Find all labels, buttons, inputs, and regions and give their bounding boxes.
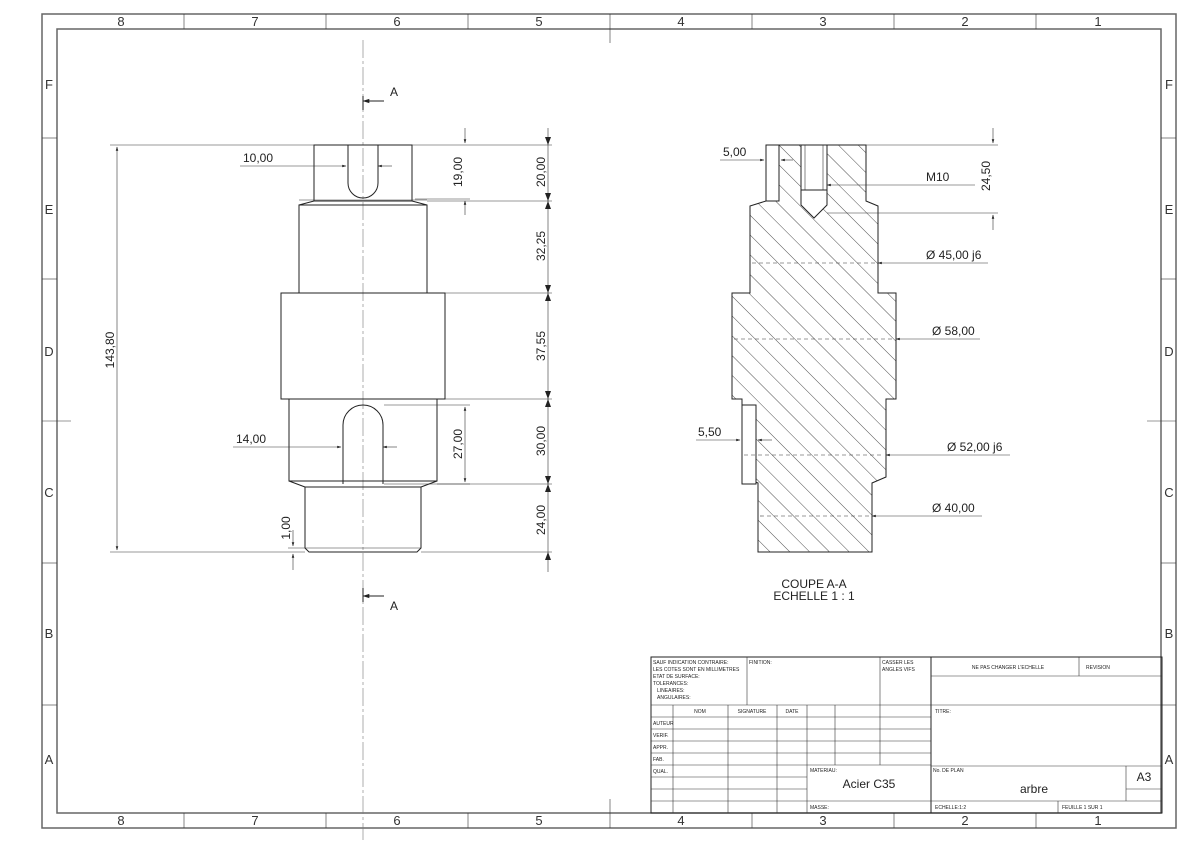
role-appr: APPR. bbox=[653, 745, 668, 751]
zone-col-7-bottom: 7 bbox=[251, 813, 258, 828]
dim-keyway-depth-top: 5,00 bbox=[723, 145, 747, 159]
keyway-bottom bbox=[342, 404, 384, 484]
materiau-label: MATERIAU: bbox=[810, 768, 837, 774]
dim-segment-45: 32,25 bbox=[534, 231, 548, 261]
sheet-frame bbox=[41, 13, 1177, 829]
dim-segment-52: 30,00 bbox=[534, 426, 548, 456]
zone-row-a: A bbox=[45, 752, 54, 767]
echelle-label: ECHELLE:1:2 bbox=[935, 805, 966, 811]
zone-col-5: 5 bbox=[535, 14, 542, 29]
drawing-number: arbre bbox=[1020, 782, 1048, 796]
zone-row-b-right: B bbox=[1165, 626, 1174, 641]
dim-segment-40: 24,00 bbox=[534, 505, 548, 535]
zone-col-4-bottom: 4 bbox=[677, 813, 684, 828]
shaft-segment-top bbox=[313, 144, 413, 202]
tapped-hole-m10 bbox=[800, 144, 828, 219]
role-auteur: AUTEUR bbox=[653, 721, 674, 727]
note-3: ETAT DE SURFACE: bbox=[653, 674, 700, 680]
zone-labels: 8 7 6 5 4 3 2 1 8 7 6 5 4 3 2 1 F E D C … bbox=[44, 14, 1173, 828]
dim-chamfer: 1,00 bbox=[279, 516, 293, 540]
zone-row-b: B bbox=[45, 626, 54, 641]
zone-row-e-right: E bbox=[1165, 202, 1174, 217]
note-6: ANGULAIRES: bbox=[657, 695, 691, 701]
zone-col-8-bottom: 8 bbox=[117, 813, 124, 828]
zone-col-1-bottom: 1 bbox=[1094, 813, 1101, 828]
zone-col-1: 1 bbox=[1094, 14, 1101, 29]
dim-keyway-width-top: 10,00 bbox=[243, 151, 273, 165]
casser-label-2: ANGLES VIFS bbox=[882, 667, 915, 673]
section-keyway-bottom bbox=[741, 404, 757, 485]
hdr-nom: NOM bbox=[694, 709, 706, 715]
section-view: 5,00 M10 24,50 Ø 45,00 j6 Ø 58,00 Ø 52,0… bbox=[696, 128, 1010, 603]
zone-row-c-right: C bbox=[1164, 485, 1173, 500]
titre-label: TITRE: bbox=[935, 709, 951, 715]
zone-row-a-right: A bbox=[1165, 752, 1174, 767]
zone-col-6: 6 bbox=[393, 14, 400, 29]
dim-segment-top: 20,00 bbox=[534, 157, 548, 187]
dim-thread: M10 bbox=[926, 170, 950, 184]
zone-row-e: E bbox=[45, 202, 54, 217]
ne-pas-changer-label: NE PAS CHANGER L'ECHELLE bbox=[972, 665, 1045, 671]
role-qual: QUAL. bbox=[653, 769, 668, 775]
section-caption: COUPE A-A bbox=[781, 577, 846, 591]
dim-overall-length: 143,80 bbox=[103, 331, 117, 368]
feuille-label: FEUILLE 1 SUR 1 bbox=[1062, 805, 1103, 811]
sheet-format: A3 bbox=[1137, 770, 1152, 784]
zone-col-2: 2 bbox=[961, 14, 968, 29]
zone-row-f: F bbox=[45, 77, 53, 92]
note-4: TOLERANCES: bbox=[653, 681, 688, 687]
section-scale: ECHELLE 1 : 1 bbox=[773, 589, 855, 603]
casser-label-1: CASSER LES bbox=[882, 660, 914, 666]
title-block: SAUF INDICATION CONTRAIRE: LES COTES SON… bbox=[650, 656, 1163, 814]
section-label-top: A bbox=[390, 85, 398, 99]
dim-diameter-52: Ø 52,00 j6 bbox=[947, 440, 1003, 454]
section-keyway-top bbox=[765, 144, 780, 202]
zone-row-f-right: F bbox=[1165, 77, 1173, 92]
no-plan-label: No. DE PLAN bbox=[933, 768, 964, 774]
role-fab: FAB. bbox=[653, 757, 664, 763]
dim-diameter-45: Ø 45,00 j6 bbox=[926, 248, 982, 262]
masse-label: MASSE: bbox=[810, 805, 829, 811]
dim-diameter-58: Ø 58,00 bbox=[932, 324, 975, 338]
dim-diameter-40: Ø 40,00 bbox=[932, 501, 975, 515]
note-2: LES COTES SONT EN MILLIMETRES bbox=[653, 667, 740, 673]
hdr-date: DATE bbox=[786, 709, 800, 715]
note-1: SAUF INDICATION CONTRAIRE: bbox=[653, 660, 728, 666]
dim-segment-58: 37,55 bbox=[534, 331, 548, 361]
shaft-segment-52 bbox=[288, 398, 438, 482]
role-verif: VERIF. bbox=[653, 733, 669, 739]
zone-col-3-bottom: 3 bbox=[819, 813, 826, 828]
dim-keyway-depth-bottom: 5,50 bbox=[698, 425, 722, 439]
note-5: LINEAIRES: bbox=[657, 688, 685, 694]
zone-row-d-right: D bbox=[1164, 344, 1173, 359]
front-view: A A 143,80 10,00 14,00 19,00 27,00 bbox=[103, 40, 552, 840]
materiau-value: Acier C35 bbox=[843, 777, 896, 791]
section-label-bottom: A bbox=[390, 599, 398, 613]
dim-keyway-length-top: 19,00 bbox=[451, 157, 465, 187]
zone-row-c: C bbox=[44, 485, 53, 500]
section-hatched-body bbox=[731, 144, 897, 553]
zone-col-8: 8 bbox=[117, 14, 124, 29]
zone-col-4: 4 bbox=[677, 14, 684, 29]
dim-thread-depth: 24,50 bbox=[979, 161, 993, 191]
zone-col-3: 3 bbox=[819, 14, 826, 29]
zone-col-5-bottom: 5 bbox=[535, 813, 542, 828]
dim-keyway-length-bottom: 27,00 bbox=[451, 429, 465, 459]
zone-col-7: 7 bbox=[251, 14, 258, 29]
finition-label: FINITION: bbox=[749, 660, 772, 666]
dim-keyway-width-bottom: 14,00 bbox=[236, 432, 266, 446]
zone-col-6-bottom: 6 bbox=[393, 813, 400, 828]
keyway-top bbox=[347, 145, 379, 199]
zone-row-d: D bbox=[44, 344, 53, 359]
hdr-signature: SIGNATURE bbox=[738, 709, 767, 715]
revision-label: REVISION bbox=[1086, 665, 1110, 671]
zone-col-2-bottom: 2 bbox=[961, 813, 968, 828]
